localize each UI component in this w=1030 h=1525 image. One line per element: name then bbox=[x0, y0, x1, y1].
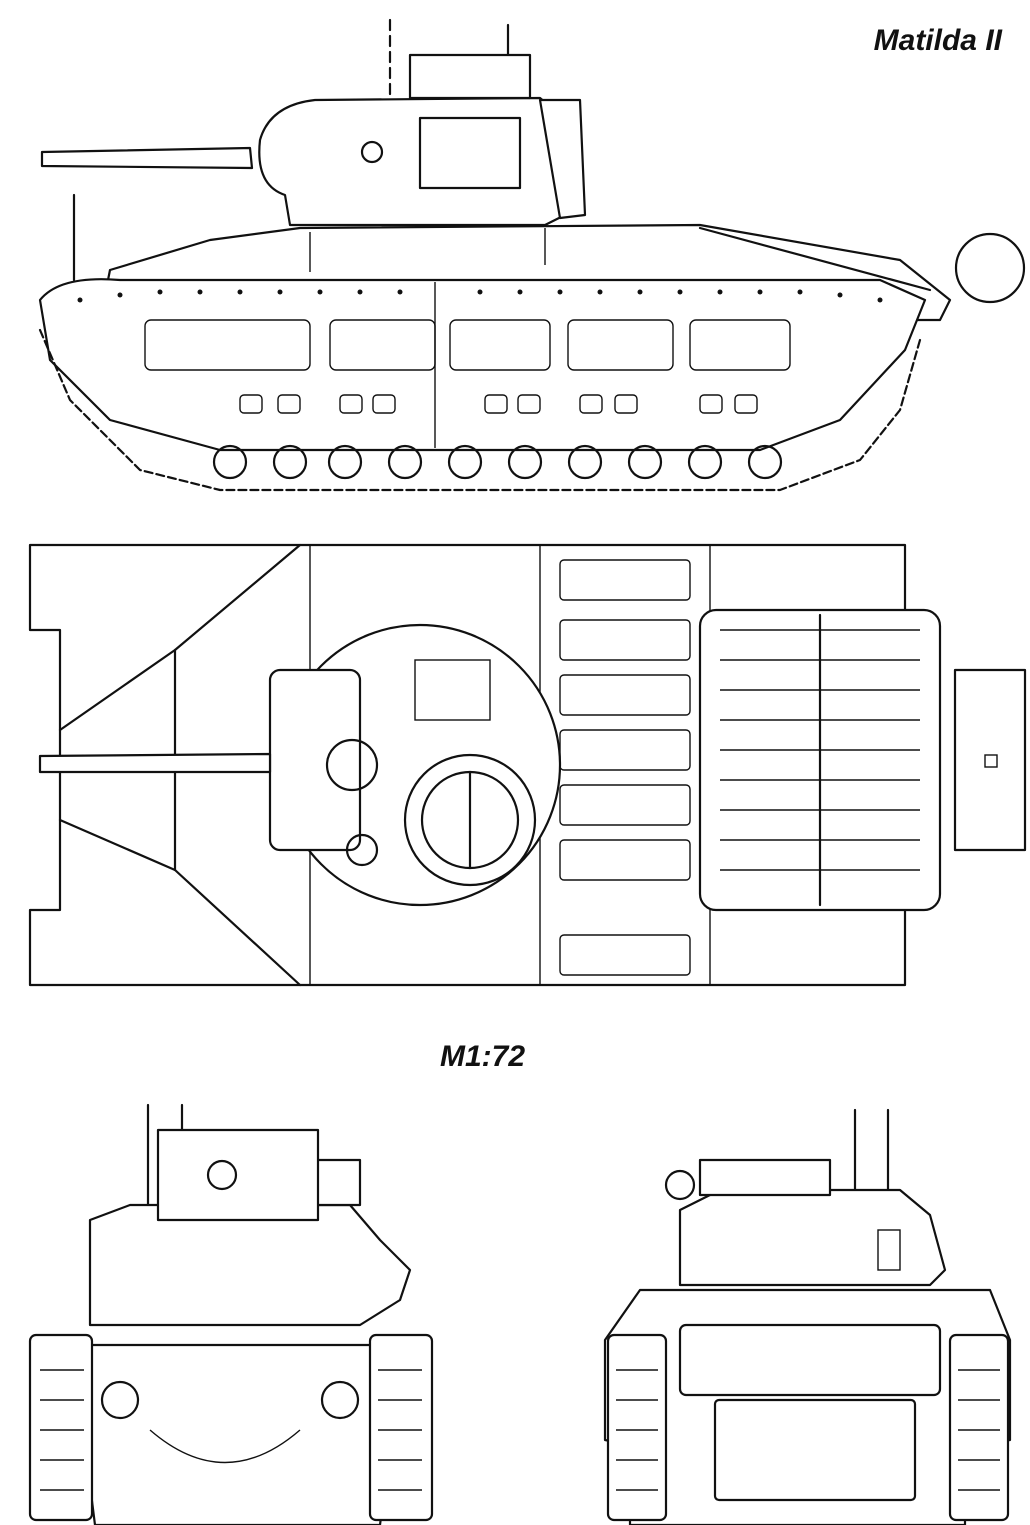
rear-box bbox=[953, 668, 1027, 852]
gun-barrel-top bbox=[38, 752, 272, 774]
scale-label: M1:72 bbox=[440, 1040, 526, 1073]
hull-rivets bbox=[77, 289, 883, 303]
road-wheels bbox=[212, 444, 783, 480]
turret-top bbox=[268, 659, 491, 867]
drawing-title: Matilda II bbox=[873, 24, 1002, 57]
tracks-rear bbox=[606, 1333, 1010, 1522]
hull-side-skirt bbox=[38, 278, 927, 452]
turret-rear bbox=[664, 1158, 947, 1287]
tracks-front bbox=[28, 1333, 434, 1522]
turret-side bbox=[258, 53, 587, 227]
side-view bbox=[38, 18, 1026, 492]
mud-chutes bbox=[239, 394, 758, 414]
track-side bbox=[38, 328, 922, 492]
engine-deck-louvres bbox=[698, 608, 942, 912]
storage-drum bbox=[954, 232, 1026, 304]
front-view bbox=[28, 1103, 434, 1525]
skirt-panels bbox=[144, 319, 791, 371]
stowage-bins-top bbox=[559, 559, 691, 976]
turret-front bbox=[88, 1128, 412, 1327]
top-view bbox=[28, 543, 1027, 987]
rear-view bbox=[603, 1108, 1012, 1525]
gun-barrel bbox=[40, 146, 254, 170]
commander-cupola bbox=[403, 753, 537, 887]
